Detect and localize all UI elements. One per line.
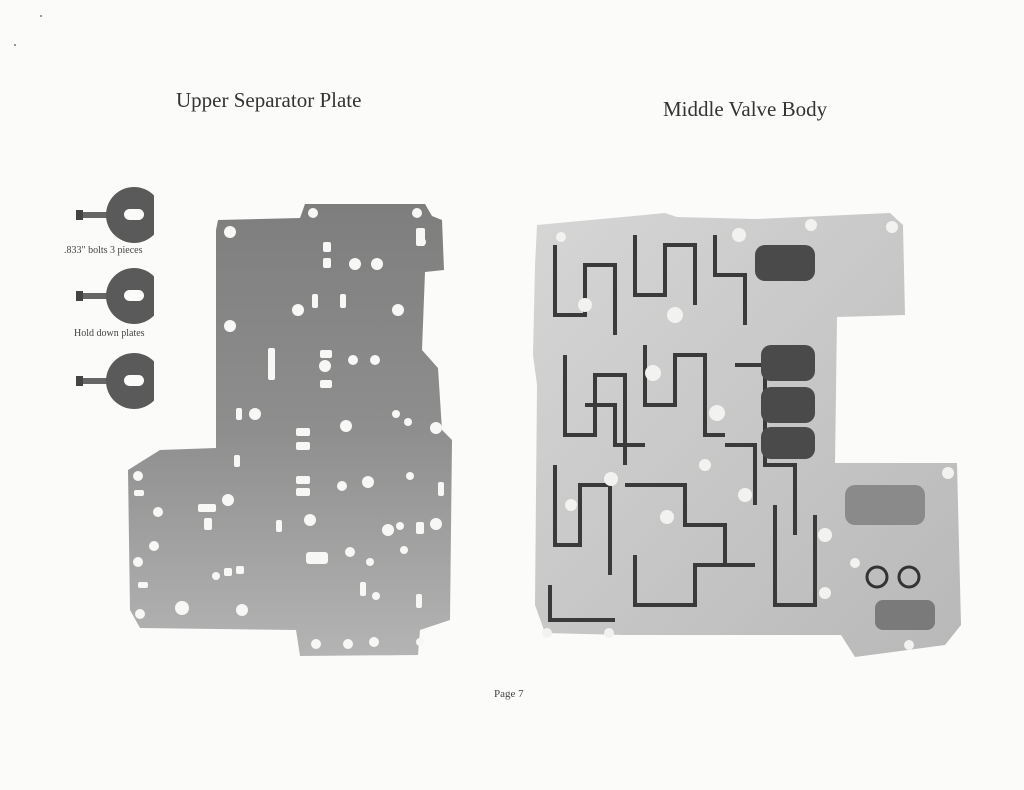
page-number: Page 7 [494, 688, 524, 700]
bolt-and-plate-1 [74, 186, 154, 246]
bolt-and-plate-3 [74, 352, 154, 412]
separator-plate-title: Upper Separator Plate [176, 88, 362, 112]
scan-speck [14, 44, 16, 46]
valve-body-title: Middle Valve Body [663, 97, 828, 121]
bolt-caption: .833" bolts 3 pieces [64, 245, 143, 256]
bolt-and-plate-2 [74, 267, 154, 327]
separator-plate-image [120, 190, 460, 670]
scan-speck [40, 15, 42, 17]
valve-body-image [525, 205, 965, 665]
plate-caption: Hold down plates [74, 328, 145, 339]
